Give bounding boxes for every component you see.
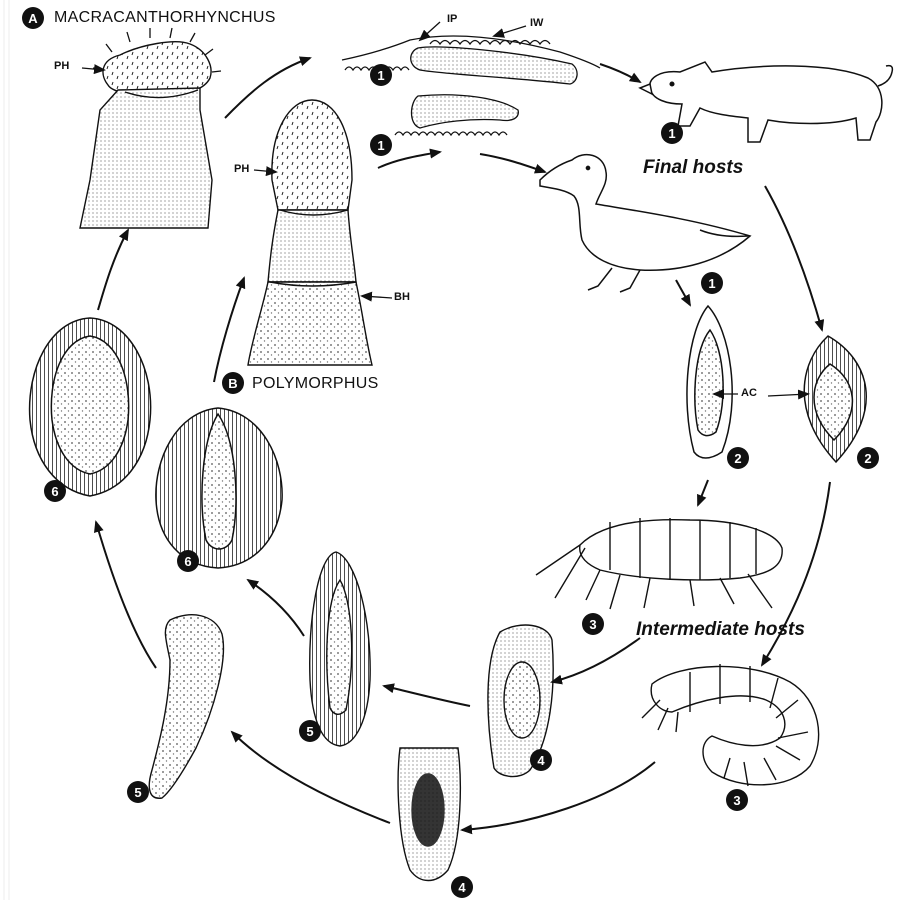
stage-1-badge-worm-top: 1: [370, 64, 392, 86]
ip-label: IP: [447, 14, 457, 25]
stage-2-badge-left: 2: [727, 447, 749, 469]
stage-4-badge-bottom: 4: [451, 876, 473, 898]
egg-polymorphus-drawing: [687, 306, 732, 458]
intermediate-hosts-label: Intermediate hosts: [636, 620, 805, 639]
panel-a-badge: A: [22, 7, 44, 29]
body-hooks-label: BH: [394, 292, 410, 303]
cystacanth-polymorphus-drawing: [156, 408, 282, 568]
stage-1-badge-pig: 1: [661, 122, 683, 144]
proboscis-hooks-label-b: PH: [234, 164, 249, 175]
acanthella-macracanthorhynchus-drawing: [398, 748, 460, 881]
stage-5-badge-left: 5: [127, 781, 149, 803]
stage-4-badge-left: 4: [530, 749, 552, 771]
proboscis-hooks-label-a: PH: [54, 61, 69, 72]
panel-b-badge: B: [222, 372, 244, 394]
worm-in-intestine-bottom: [395, 95, 518, 135]
final-hosts-label: Final hosts: [643, 158, 743, 177]
stage-3-badge-amphipod: 3: [582, 613, 604, 635]
stage-6-badge-left: 6: [44, 480, 66, 502]
stage-2-badge-right: 2: [857, 447, 879, 469]
stage-1-badge-worm-bottom: 1: [370, 134, 392, 156]
stage-1-badge-duck: 1: [701, 272, 723, 294]
acanthor-label: AC: [741, 388, 757, 399]
iw-label: IW: [530, 18, 543, 29]
grub-intermediate-host-drawing: [642, 664, 819, 786]
stage5-polymorphus-drawing: [310, 552, 370, 746]
cystacanth-macracanthorhynchus-drawing: [30, 318, 151, 496]
panel-a-title: MACRACANTHORHYNCHUS: [54, 10, 276, 26]
stage-5-badge-center: 5: [299, 720, 321, 742]
stage5-macracanthorhynchus-drawing: [149, 615, 223, 799]
macracanthorhynchus-adult-drawing: [80, 28, 221, 228]
polymorphus-adult-drawing: [248, 100, 372, 365]
scan-edge: [4, 0, 9, 900]
egg-macracanthorhynchus-drawing: [804, 336, 866, 462]
amphipod-intermediate-host-drawing: [536, 518, 782, 609]
stage-3-badge-grub: 3: [726, 789, 748, 811]
stage-6-badge-center: 6: [177, 550, 199, 572]
panel-b-title: POLYMORPHUS: [252, 376, 379, 392]
